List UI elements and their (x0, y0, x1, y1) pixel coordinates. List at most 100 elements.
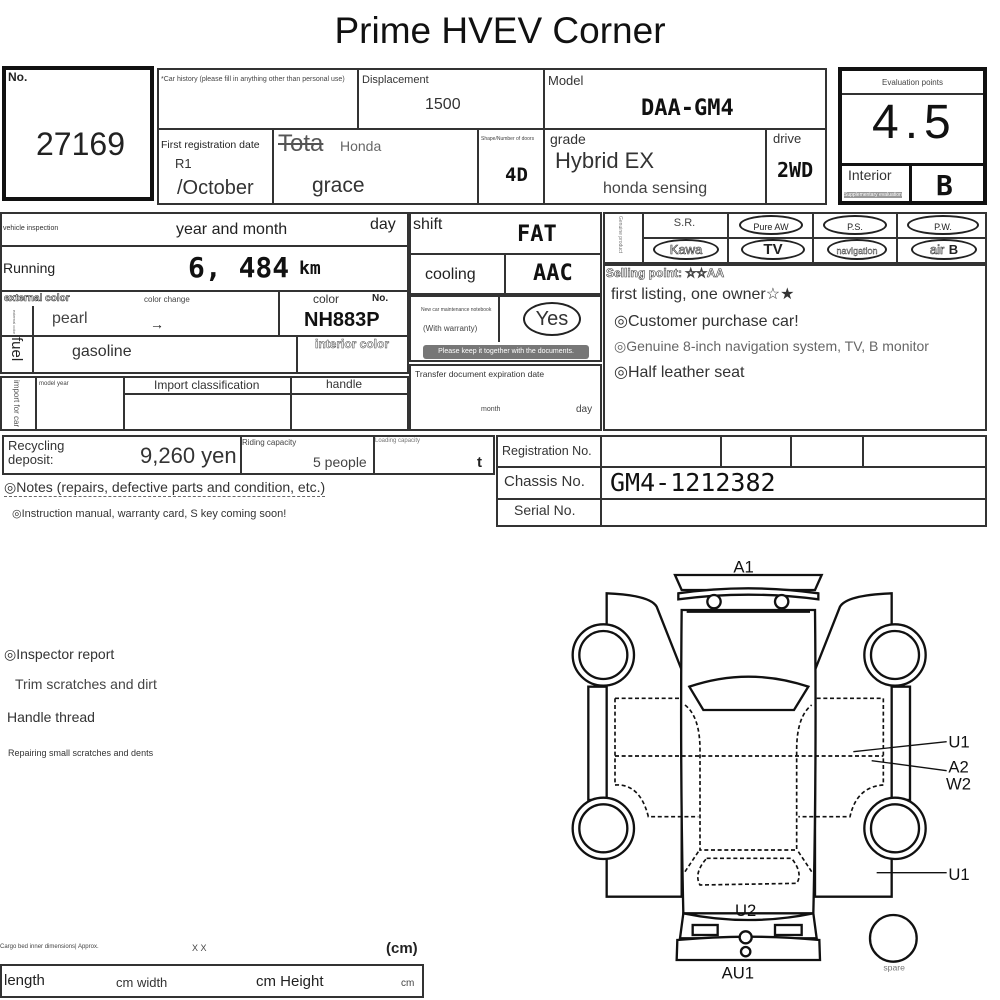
import-row: import for car model year Import classif… (0, 376, 409, 431)
car-history-cell: *Car history (please fill in anything ot… (157, 68, 359, 130)
interior-label: Interior (848, 167, 892, 183)
model-label: Model (548, 73, 584, 88)
cargo-xx: X X (192, 943, 207, 953)
damage-mark: A1 (733, 558, 753, 577)
grade-value: Hybrid EX (555, 148, 655, 173)
selling-line: ◎Half leather seat (614, 364, 745, 381)
inspector-line: Repairing small scratches and dents (8, 748, 154, 758)
lot-number-box: No. 27169 (2, 66, 154, 201)
chassis-no-label: Chassis No. (504, 473, 585, 490)
first-registration-cell: First registration date R1 /October (157, 128, 274, 205)
inspection-cell: vehicle inspection year and month day (0, 212, 409, 247)
maintenance-label: New car maintenance notebook (421, 307, 492, 313)
make-label: Honda (340, 138, 382, 154)
equipment-air: air B (911, 239, 977, 260)
equipment-pure-aw: Pure AW (739, 215, 803, 235)
recycling-cell: Recycling deposit: 9,260 yen (2, 435, 242, 475)
equipment-ps: P.S. (823, 215, 887, 235)
notes-label: ◎Notes (repairs, defective parts and con… (4, 479, 326, 497)
shift-value: FAT (517, 222, 557, 247)
import-classification-label: Import classification (154, 378, 260, 392)
evaluation-box: Evaluation points 4.5 Interior Supplemen… (838, 67, 987, 205)
left-side-panel (571, 592, 683, 898)
evaluation-label: Evaluation points (882, 78, 943, 87)
handle-label: handle (326, 377, 363, 391)
cargo-length-label: length (4, 972, 45, 989)
registration-table: Registration No. Chassis No. GM4-1212382… (496, 435, 987, 527)
equipment-tv: TV (741, 239, 805, 260)
car-damage-diagram: A1 U1 A2 W2 U1 U2 AU1 spare (571, 558, 971, 982)
equipment-tv-label: TV (763, 241, 783, 258)
cooling-value: AAC (533, 261, 573, 286)
shape-value: 4D (505, 164, 528, 186)
interior-sub-label: Supplementary evaluation (844, 192, 902, 198)
import-label: import for car (12, 380, 21, 428)
loading-capacity-cell: Loading capacity t (373, 435, 495, 475)
recycling-value: 9,260 yen (140, 443, 237, 468)
displacement-cell: Displacement 1500 (357, 68, 545, 130)
drive-value: 2WD (777, 158, 814, 182)
recycling-label: Recycling deposit: (8, 438, 65, 467)
inspector-report-label: ◎Inspector report (4, 646, 115, 662)
damage-mark: AU1 (722, 963, 754, 982)
registration-era: R1 (175, 156, 192, 171)
evaluation-score: 4.5 (872, 96, 957, 149)
equipment-navigation: navigation (827, 239, 887, 260)
spare-label: spare (883, 963, 905, 973)
car-history-label: *Car history (please fill in anything ot… (161, 76, 345, 83)
model-value: DAA-GM4 (641, 96, 734, 121)
inspector-line: Trim scratches and dirt (15, 676, 157, 692)
equipment-sr: S.R. (673, 217, 696, 229)
shape-cell: Shape/Number of doors 4D (477, 128, 545, 205)
transfer-label: Transfer document expiration date (415, 369, 545, 379)
cargo-label: Cargo bed inner dimensions| Approx. (0, 944, 99, 950)
color-change-label: color change (144, 295, 190, 304)
mileage-unit: km (299, 258, 321, 279)
damage-mark: U1 (948, 733, 969, 752)
interior-color-label: interior color (315, 337, 390, 352)
shift-label: shift (413, 216, 443, 233)
car-name: grace (312, 174, 365, 197)
selling-line: ◎Customer purchase car! (614, 313, 799, 330)
damage-mark: A2 (948, 758, 968, 777)
cooling-cell: cooling AAC (409, 253, 602, 295)
cargo-dimensions-box: length cm width cm Height cm (0, 964, 424, 998)
maintenance-sub: (With warranty) (423, 324, 478, 333)
grade-cell: grade Hybrid EX honda sensing (543, 128, 767, 205)
riding-capacity-label: Riding capacity (242, 438, 297, 447)
drive-label: drive (773, 131, 802, 146)
cargo-unit-label: (cm) (386, 940, 418, 957)
fuel-label: fuel (8, 337, 25, 362)
equipment-table: Genuine product S.R. Pure AW P.S. P.W. K… (603, 212, 987, 264)
equipment-pw-label: P.W. (934, 222, 952, 232)
serial-no-label: Serial No. (514, 502, 576, 518)
damage-mark: W2 (946, 774, 971, 793)
panel-outlines (614, 697, 885, 886)
spare-tire-icon (868, 913, 918, 963)
color-value: pearl (52, 310, 88, 327)
equipment-kawa: Kawa (653, 239, 719, 260)
interior-grade: B (936, 169, 953, 202)
maintenance-yes-circle: Yes (523, 302, 581, 336)
color-row: external color external color color chan… (0, 290, 409, 338)
cargo-height-label: cm Height (256, 973, 324, 990)
first-registration-label: First registration date (161, 139, 260, 151)
loading-capacity-label: Loading capacity (375, 438, 421, 444)
maintenance-value: Yes (535, 308, 569, 330)
damage-mark: U1 (948, 865, 969, 884)
riding-capacity-cell: Riding capacity 5 people (240, 435, 375, 475)
inspection-day: day (370, 216, 396, 233)
transfer-day: day (576, 404, 593, 415)
mileage-label: Running (3, 260, 56, 276)
equipment-navigation-label: navigation (836, 246, 878, 256)
make-cell: Tota Honda grace (272, 128, 479, 205)
selling-line: ◎Genuine 8-inch navigation system, TV, B… (614, 338, 929, 354)
inspection-label: vehicle inspection (3, 225, 59, 232)
riding-capacity-value: 5 people (313, 454, 367, 470)
inspection-value: year and month (176, 221, 288, 238)
notes-line: ◎Instruction manual, warranty card, S ke… (12, 508, 287, 520)
damage-leaders (853, 741, 947, 874)
equipment-pure-aw-label: Pure AW (753, 222, 789, 232)
inspector-line: Handle thread (7, 709, 95, 725)
transfer-cell: Transfer document expiration date month … (409, 364, 602, 431)
